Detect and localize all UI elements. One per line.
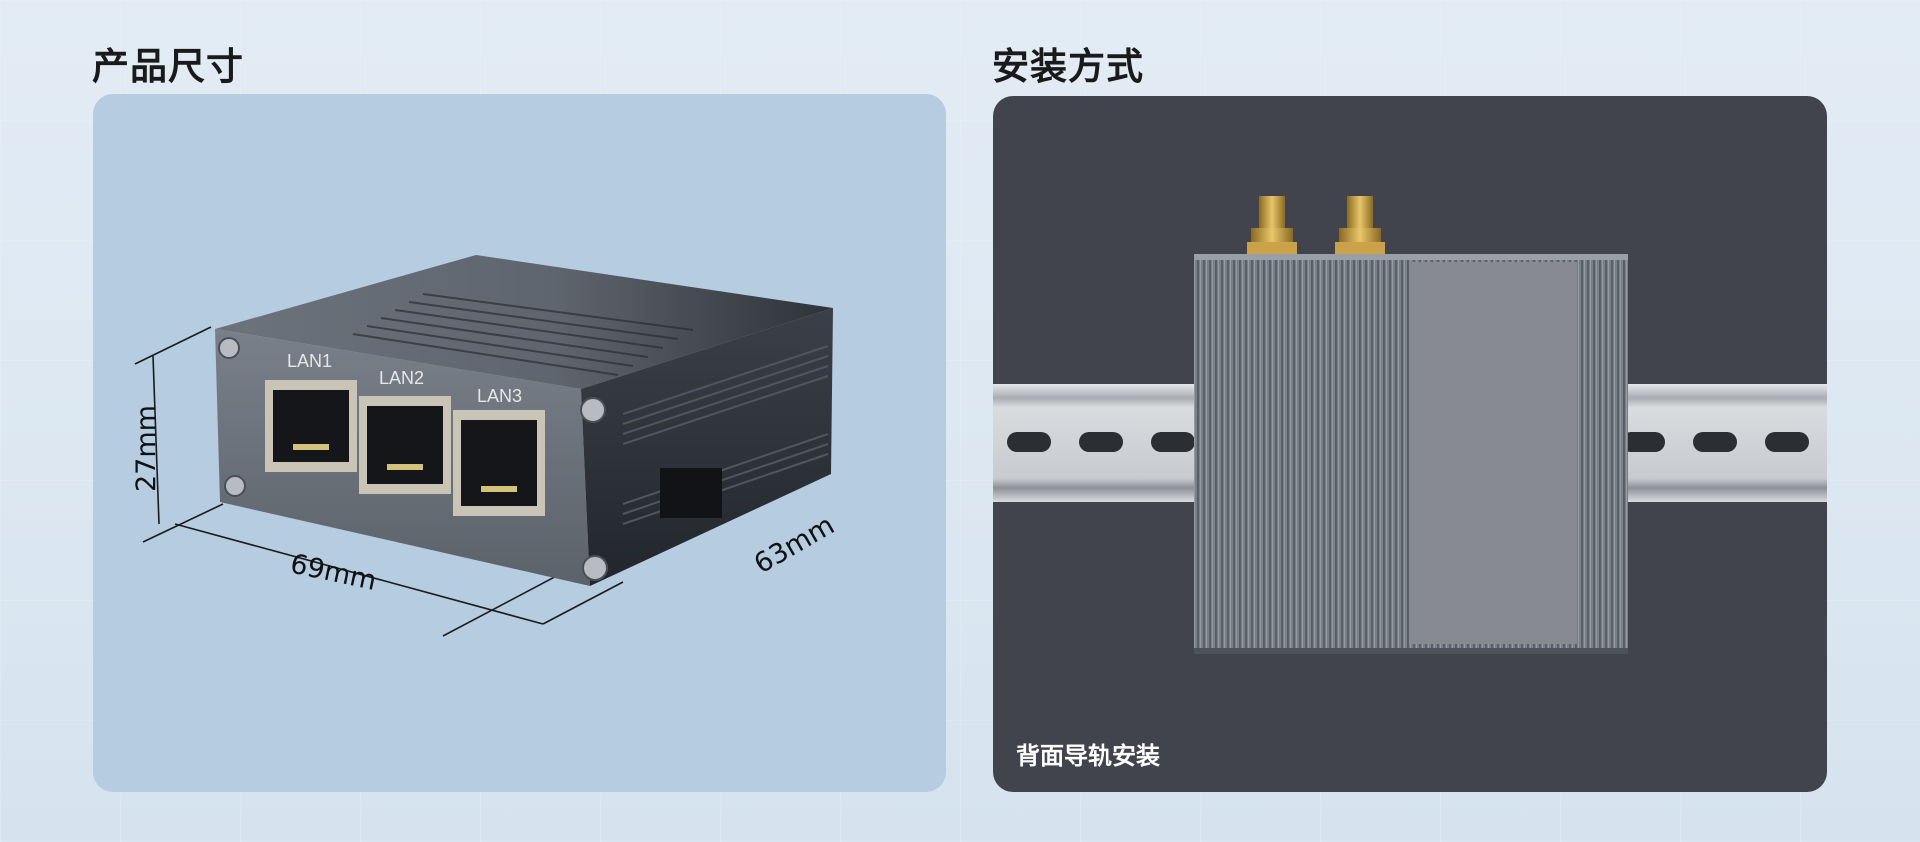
router-back-view — [1194, 254, 1628, 654]
install-caption: 背面导轨安装 — [1016, 742, 1160, 770]
lan3-label: LAN3 — [477, 386, 522, 406]
din-rail-install-illustration — [993, 196, 1827, 654]
device-dimension-illustration: LAN1 LAN2 LAN3 27mm 69mm 63mm — [131, 255, 840, 637]
height-dimension-label: 27mm — [131, 405, 162, 492]
lan-port-1 — [265, 380, 357, 472]
install-method-panel — [993, 96, 1827, 792]
lan-port-3 — [453, 410, 545, 516]
antenna-connector-left — [1247, 196, 1297, 254]
router-device: LAN1 LAN2 LAN3 — [215, 255, 833, 586]
product-size-panel: LAN1 LAN2 LAN3 27mm 69mm 63mm — [93, 94, 946, 792]
product-size-title: 产品尺寸 — [92, 45, 244, 88]
lan2-label: LAN2 — [379, 368, 424, 388]
lan1-label: LAN1 — [287, 351, 332, 371]
install-method-title: 安装方式 — [992, 45, 1144, 88]
antenna-connector-right — [1335, 196, 1385, 254]
width-dimension-label: 69mm — [288, 549, 380, 597]
side-connector — [660, 468, 722, 518]
screw-icons — [218, 337, 608, 581]
lan-port-2 — [359, 396, 451, 494]
depth-dimension-label: 63mm — [749, 510, 840, 580]
